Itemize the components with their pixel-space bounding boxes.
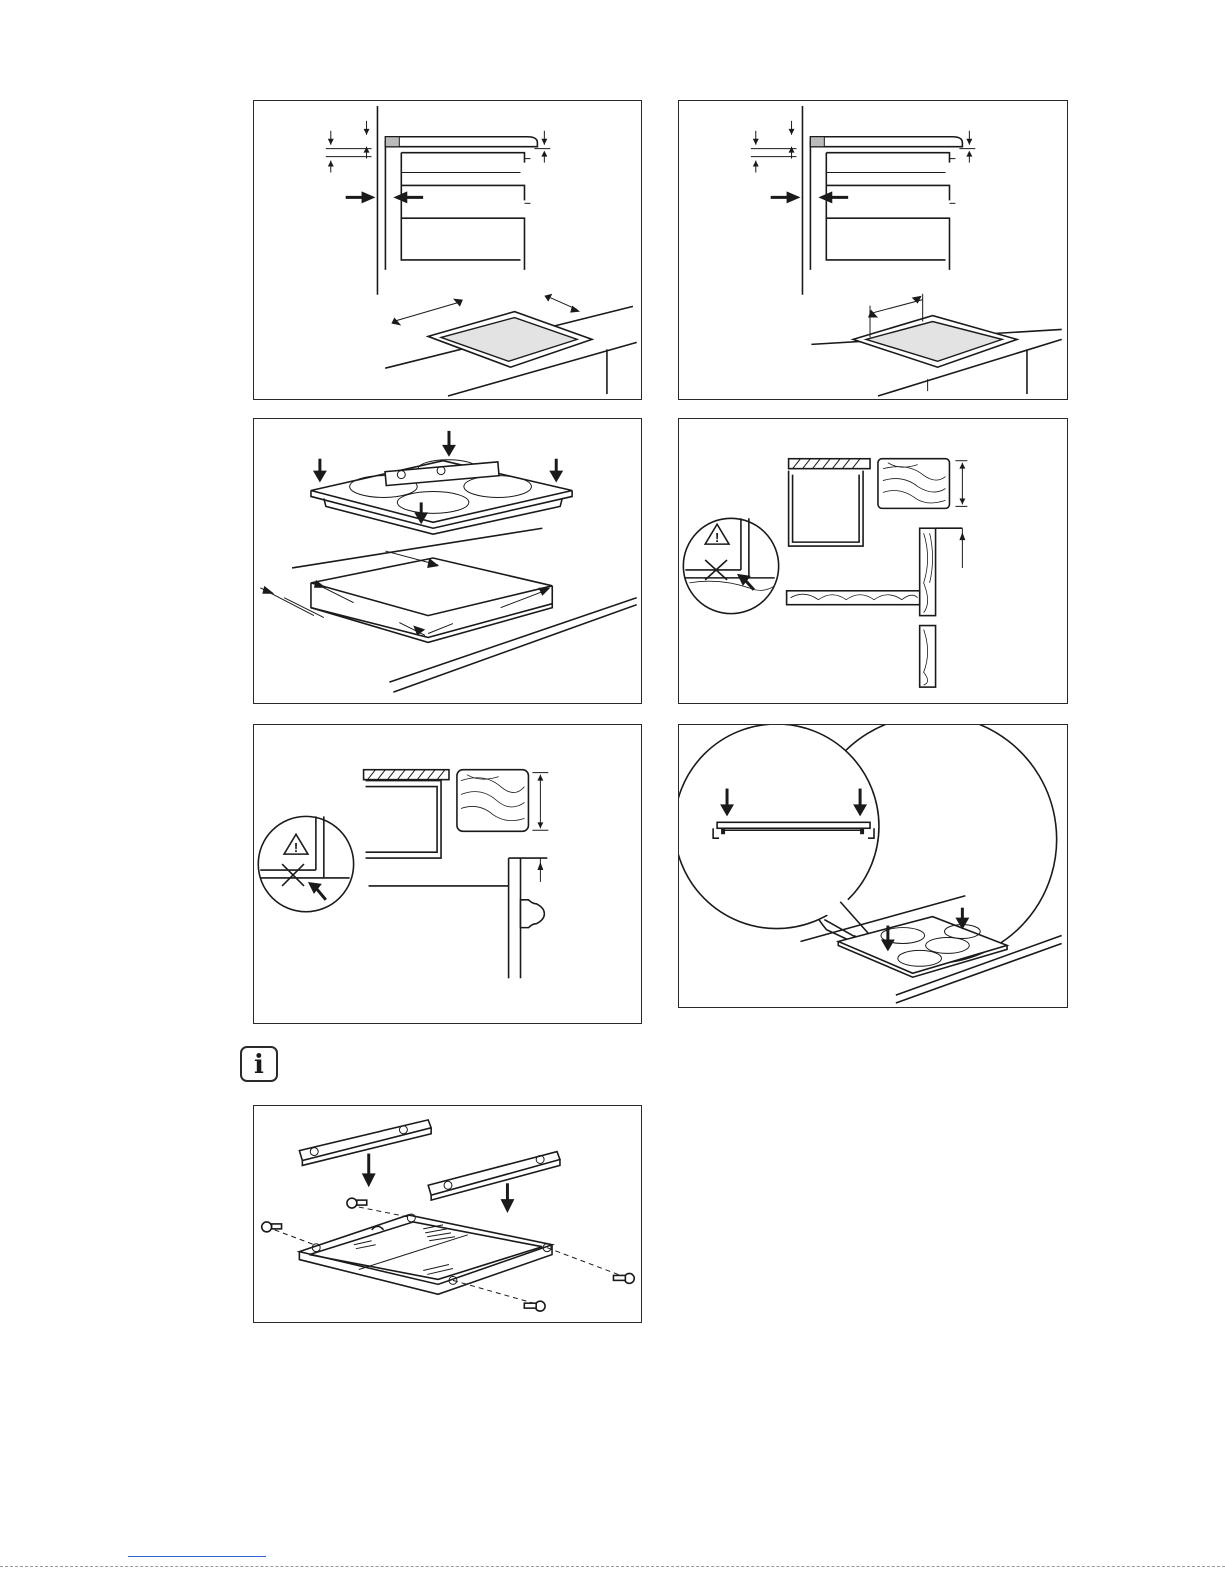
figure-cutout-dimensions-1 [253, 100, 642, 400]
drawer-clearance-illustration-icon: ! [679, 419, 1067, 703]
footer-link-underline [128, 1556, 266, 1557]
bracket-screws-illustration-icon [254, 1106, 641, 1322]
cutout-dimensions-illustration-icon [679, 101, 1067, 399]
svg-text:!: ! [715, 530, 719, 545]
figure-bracket-screws [253, 1105, 642, 1323]
svg-text:!: ! [294, 840, 298, 855]
figure-cutout-dimensions-2 [678, 100, 1068, 400]
figure-drawer-clearance: ! [678, 418, 1068, 704]
footer-divider [0, 1566, 1225, 1567]
figure-press-hob [678, 724, 1068, 1008]
figure-hob-level [253, 418, 642, 704]
hob-level-illustration-icon [254, 419, 641, 703]
press-hob-illustration-icon [679, 725, 1067, 1007]
oven-clearance-illustration-icon: ! [254, 725, 641, 1023]
figure-oven-clearance: ! [253, 724, 642, 1024]
info-glyph: i [242, 1050, 276, 1080]
info-icon: i [240, 1046, 278, 1082]
cutout-dimensions-illustration-icon [254, 101, 641, 399]
